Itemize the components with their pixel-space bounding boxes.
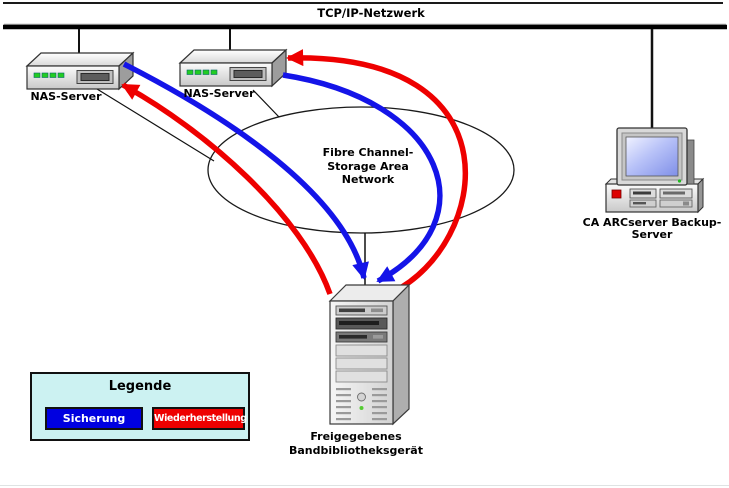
nas-server-2-icon <box>178 48 288 88</box>
san-label: Fibre Channel- Storage Area Network <box>288 146 448 187</box>
network-title: TCP/IP-Netzwerk <box>317 6 425 20</box>
restore-arrow-right <box>286 49 469 295</box>
nas-server-2-label: NAS-Server <box>183 87 255 100</box>
legend-title: Legende <box>108 379 172 394</box>
backup-server-icon <box>604 127 705 214</box>
backup-arrow-right <box>282 72 443 284</box>
backup-arrow-left <box>122 61 369 280</box>
tape-library-label-line1: Freigegebenes <box>310 430 402 443</box>
nas-server-1-icon <box>25 51 135 91</box>
nas-server-1-label: NAS-Server <box>30 90 102 103</box>
san-label-line1: Fibre Channel- <box>322 146 414 159</box>
backup-server-label-line2: Server <box>631 228 673 241</box>
san-label-line3: Network <box>341 173 395 186</box>
tape-library-label-line2: Bandbibliotheksgerät <box>289 444 423 457</box>
restore-arrow-left <box>121 82 333 295</box>
backup-server-label: CA ARCserver Backup- Server <box>567 217 729 241</box>
backup-server-label-line1: CA ARCserver Backup- <box>582 216 722 229</box>
tape-library-label: Freigegebenes Bandbibliotheksgerät <box>256 430 456 458</box>
legend: Legende Sicherung Wiederherstellung <box>30 372 250 441</box>
san-label-line2: Storage Area <box>327 159 409 173</box>
tape-library-icon <box>328 283 411 426</box>
page-border-top <box>3 2 723 4</box>
page-border-bottom <box>0 485 729 486</box>
legend-item-restore: Wiederherstellung <box>152 407 247 430</box>
link-nas1-san <box>96 88 215 162</box>
legend-item-backup: Sicherung <box>45 407 143 430</box>
link-nas2-san <box>252 89 280 118</box>
